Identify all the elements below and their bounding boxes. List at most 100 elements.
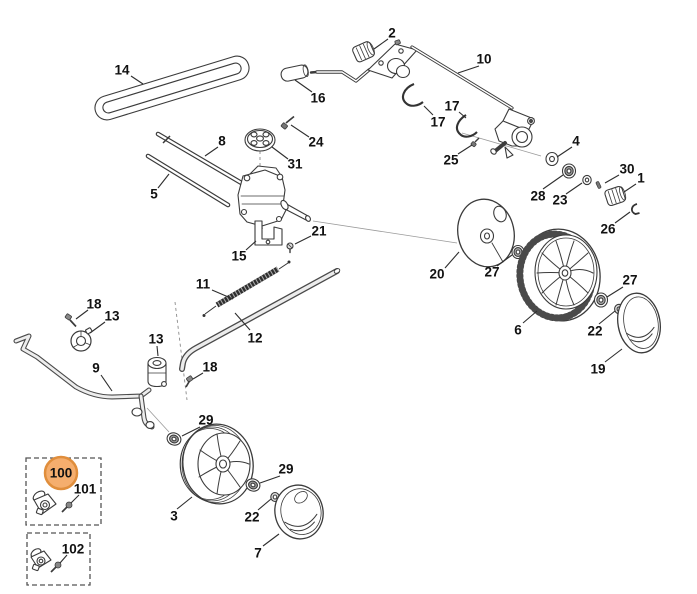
callout-29-right[interactable]: 29: [259, 462, 294, 484]
callout-27-left[interactable]: 27: [484, 254, 513, 280]
transmission-gearbox: [237, 165, 311, 227]
callout-12[interactable]: 12: [234, 312, 263, 346]
callout-22-lower[interactable]: 22: [244, 498, 272, 525]
svg-text:10: 10: [476, 52, 491, 67]
callout-16[interactable]: 16: [294, 79, 326, 106]
callout-102[interactable]: 102: [59, 542, 84, 564]
callout-15[interactable]: 15: [231, 240, 257, 264]
front-axle-bar: [13, 333, 155, 430]
belt-pulley: [244, 128, 276, 152]
washer-23: [582, 174, 592, 186]
callout-13-left[interactable]: 13: [89, 309, 120, 334]
svg-text:29: 29: [198, 413, 213, 428]
adjuster-knob: [352, 41, 375, 63]
svg-text:27: 27: [484, 265, 499, 280]
callout-5[interactable]: 5: [150, 173, 170, 202]
svg-text:3: 3: [170, 509, 178, 524]
pulley-screw: [280, 115, 295, 130]
spring-clip-left: [402, 83, 424, 107]
svg-text:6: 6: [514, 323, 522, 338]
callout-17-right[interactable]: 17: [444, 99, 467, 119]
clutch-rod: [145, 153, 231, 208]
callout-9[interactable]: 9: [92, 361, 113, 392]
bushing-screw-right: [185, 375, 194, 388]
bearing-29-left: [166, 432, 182, 446]
callout-2[interactable]: 2: [373, 26, 396, 50]
variant-box-100-101: [25, 457, 102, 526]
callout-24[interactable]: 24: [290, 124, 324, 150]
callout-26[interactable]: 26: [600, 211, 631, 237]
svg-text:30: 30: [619, 162, 634, 177]
callout-13-right[interactable]: 13: [148, 332, 164, 357]
svg-text:12: 12: [247, 331, 262, 346]
callout-100-highlighted[interactable]: 100: [43, 455, 79, 491]
svg-text:9: 9: [92, 361, 100, 376]
callout-21[interactable]: 21: [294, 224, 327, 245]
variant-box-102: [26, 532, 91, 586]
svg-text:26: 26: [600, 222, 616, 237]
callout-4[interactable]: 4: [556, 134, 580, 158]
svg-text:29: 29: [278, 462, 293, 477]
callout-8[interactable]: 8: [204, 134, 226, 157]
handle-grip: [280, 64, 319, 82]
callout-22-upper[interactable]: 22: [587, 310, 616, 339]
svg-text:11: 11: [196, 277, 211, 292]
bearing-28: [561, 163, 577, 179]
callout-25[interactable]: 25: [443, 144, 473, 168]
callout-30[interactable]: 30: [604, 162, 635, 184]
svg-text:13: 13: [104, 309, 120, 324]
cable-guide-assembly-102: [30, 548, 52, 572]
callout-17-left[interactable]: 17: [423, 105, 446, 130]
svg-text:25: 25: [443, 153, 459, 168]
callout-18-right[interactable]: 18: [192, 360, 218, 380]
svg-text:14: 14: [114, 63, 130, 78]
drive-wheel: [516, 228, 601, 322]
gearbox-bracket-15: [254, 220, 283, 246]
callout-29-left[interactable]: 29: [181, 413, 214, 437]
tension-spring: [202, 260, 291, 317]
callout-6[interactable]: 6: [514, 310, 538, 338]
callout-27-right[interactable]: 27: [606, 273, 638, 298]
callout-18-left[interactable]: 18: [75, 297, 102, 320]
control-rod: [410, 45, 514, 110]
assembly-screw-101: [61, 501, 73, 513]
svg-text:23: 23: [552, 193, 568, 208]
callout-31[interactable]: 31: [271, 146, 303, 172]
svg-text:101: 101: [74, 482, 97, 497]
drive-belt: [94, 55, 250, 121]
callouts: 14 2 16 10 17 17 24 8 31 25 5 4 30 1 28 …: [43, 26, 645, 564]
bracket-screw-25: [470, 137, 480, 148]
svg-text:4: 4: [572, 134, 580, 149]
callout-20[interactable]: 20: [429, 251, 460, 282]
svg-text:17: 17: [444, 99, 459, 114]
svg-text:13: 13: [148, 332, 164, 347]
callout-7[interactable]: 7: [254, 533, 280, 561]
drive-pinion-1: [604, 185, 627, 207]
callout-14[interactable]: 14: [114, 63, 144, 85]
svg-text:2: 2: [388, 26, 396, 41]
callout-3[interactable]: 3: [170, 496, 193, 524]
svg-text:28: 28: [530, 189, 546, 204]
front-wheel: [179, 423, 254, 505]
svg-text:1: 1: [637, 171, 645, 186]
callout-28[interactable]: 28: [530, 174, 564, 204]
drive-pin-30: [595, 181, 602, 189]
callout-23[interactable]: 23: [552, 182, 583, 208]
bearing-29-right: [245, 478, 261, 492]
svg-text:100: 100: [50, 466, 73, 481]
callout-11[interactable]: 11: [196, 277, 234, 300]
svg-text:16: 16: [310, 91, 326, 106]
spring-clip-right: [455, 114, 478, 138]
bearing-27-right: [593, 292, 609, 308]
svg-text:5: 5: [150, 187, 158, 202]
callout-101[interactable]: 101: [70, 482, 97, 504]
svg-text:27: 27: [622, 273, 637, 288]
callout-10[interactable]: 10: [457, 52, 492, 74]
circlip-26: [631, 203, 640, 215]
dust-cover-disc: [457, 198, 515, 268]
callout-1[interactable]: 1: [623, 171, 645, 193]
svg-text:31: 31: [287, 157, 303, 172]
callout-19[interactable]: 19: [590, 348, 623, 377]
svg-text:18: 18: [202, 360, 218, 375]
